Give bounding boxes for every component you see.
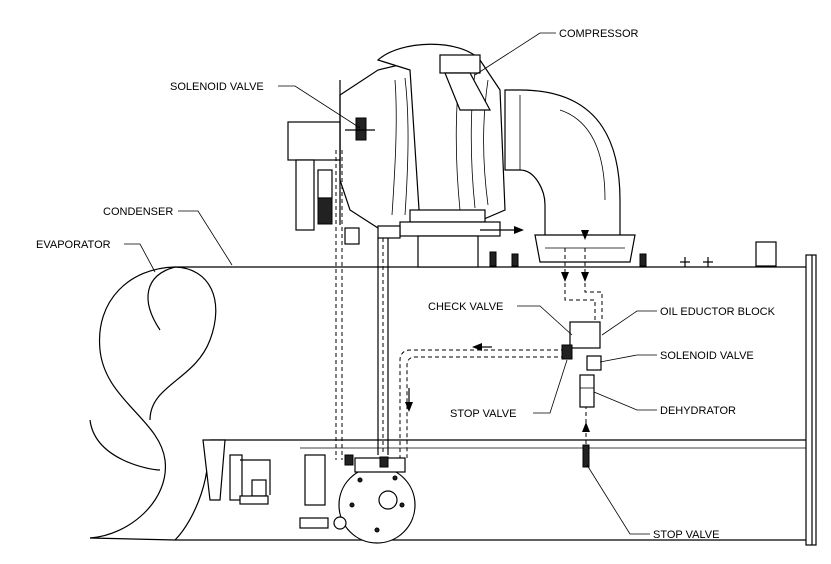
label-dehydrator: DEHYDRATOR — [660, 405, 736, 417]
compressor — [339, 43, 636, 268]
label-solenoid-valve-right: SOLENOID VALVE — [660, 350, 754, 362]
dehydrator — [579, 374, 595, 468]
evaporator-shell — [89, 266, 217, 541]
label-compressor: COMPRESSOR — [559, 28, 639, 40]
label-check-valve: CHECK VALVE — [428, 301, 503, 313]
label-oil-eductor-block: OIL EDUCTOR BLOCK — [660, 306, 776, 318]
label-stop-valve-bottom: STOP VALVE — [653, 529, 719, 541]
condenser-shell — [175, 254, 817, 546]
label-stop-valve-mid: STOP VALVE — [450, 408, 516, 420]
label-condenser: CONDENSER — [103, 206, 173, 218]
oil-reservoir — [338, 454, 416, 544]
leader-lines — [124, 32, 657, 535]
solenoid-valve-top — [345, 117, 375, 141]
label-evaporator: EVAPORATOR — [36, 239, 111, 251]
evaporator-fittings — [202, 439, 347, 530]
oil-lines — [335, 150, 603, 460]
control-box — [287, 80, 401, 245]
oil-eductor-block — [561, 321, 602, 371]
flow-arrows — [405, 226, 590, 432]
label-solenoid-valve-top: SOLENOID VALVE — [170, 81, 264, 93]
shell-fittings — [489, 241, 777, 267]
